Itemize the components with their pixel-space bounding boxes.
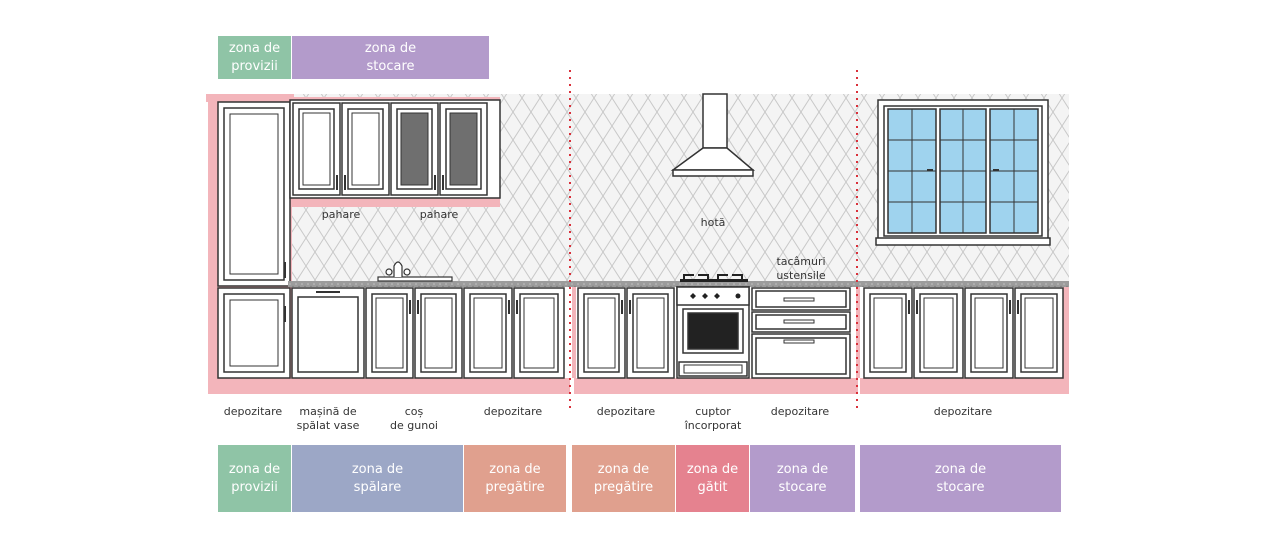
countertop [288,281,1069,287]
label-pahare: pahare [321,208,361,221]
bottom-zone-stocare: zona de stocare [860,445,1061,512]
bottom-zone-gatit: zona de gătit [676,445,749,512]
bottom-zone-spalare: zona de spălare [292,445,463,512]
label-oven: cuptor încorporat [684,405,742,432]
label-depozitare: depozitare [223,405,283,418]
base-cabinets-right [863,287,1064,379]
label-depozitare: depozitare [596,405,656,418]
tall-pantry-cabinet [217,101,291,379]
window [875,99,1051,246]
built-in-oven [676,274,750,379]
sink-faucet [377,261,453,282]
top-zone-stocare: zona de stocare [292,36,489,79]
top-zone-provizii: zona de provizii [218,36,291,79]
label-depozitare: depozitare [483,405,543,418]
label-hota: hotă [700,216,726,229]
label-depozitare: depozitare [770,405,830,418]
range-hood [670,93,756,177]
bottom-zone-provizii: zona de provizii [218,445,291,512]
bottom-zone-pregatire: zona de pregătire [464,445,566,512]
label-dishwasher: mașină de spălat vase [296,405,360,432]
upper-cabinets [289,99,501,199]
bottom-zone-stocare: zona de stocare [750,445,855,512]
base-cabinets-middle [577,287,675,379]
label-depozitare: depozitare [933,405,993,418]
bottom-zone-pregatire: zona de pregătire [572,445,675,512]
label-pahare: pahare [419,208,459,221]
base-cabinets-left [291,287,565,379]
label-tacamuri: tacâmuri ustensile [776,255,826,282]
label-bin: coș de gunoi [390,405,438,432]
drawer-stack [751,287,851,379]
